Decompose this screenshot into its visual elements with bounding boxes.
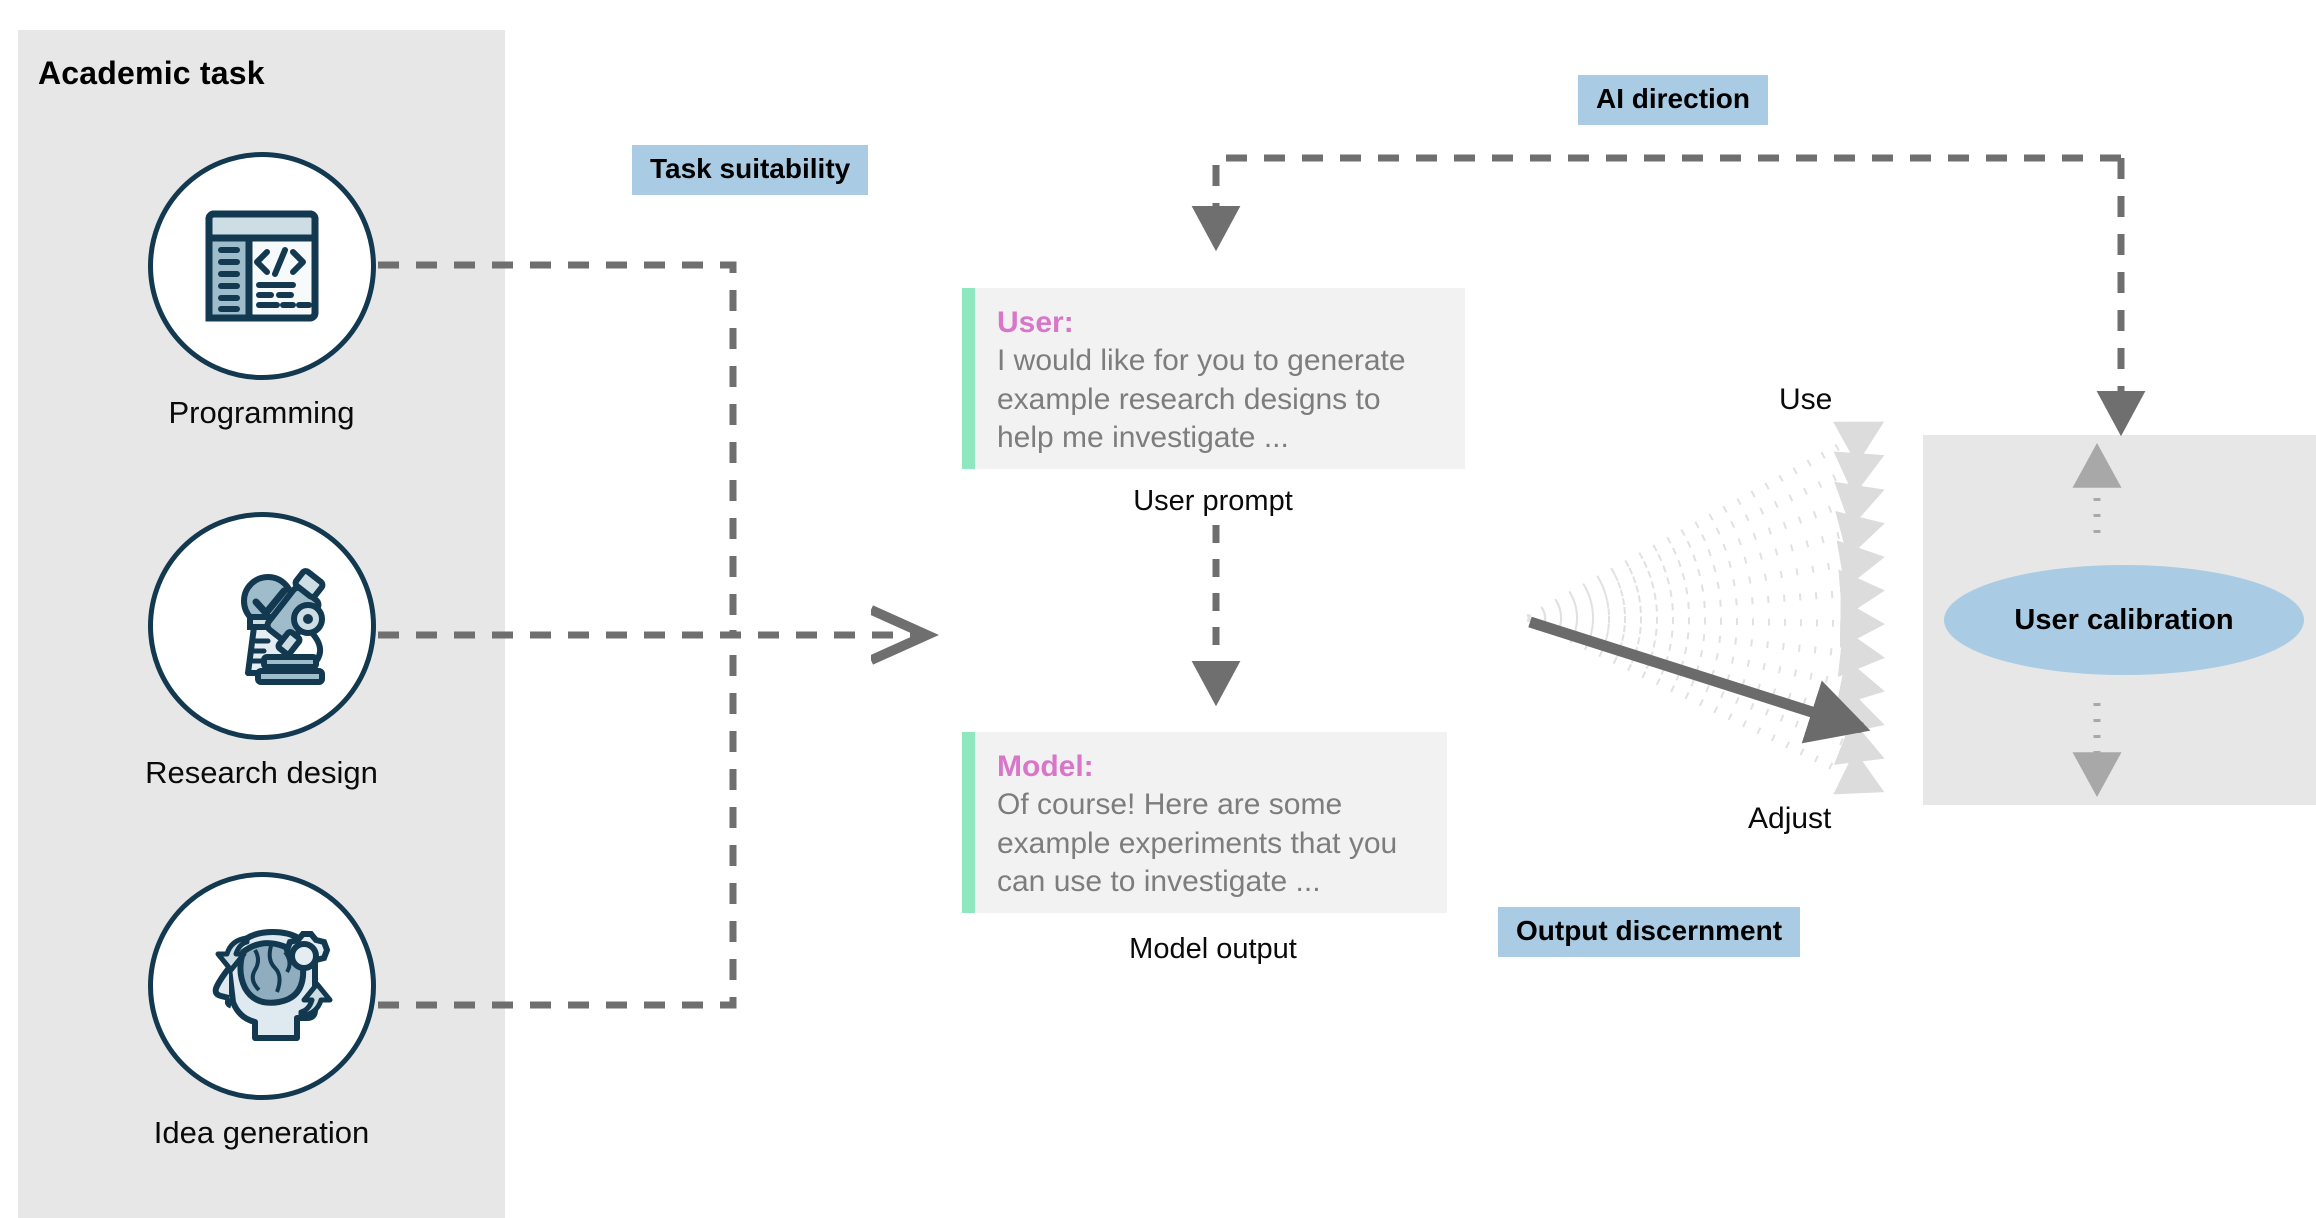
fan-ray — [1526, 451, 1885, 622]
user-speaker-label: User: — [997, 306, 1074, 339]
fan-ray-selected — [1528, 616, 1871, 744]
fan-ray — [1527, 614, 1885, 707]
fan-ray — [1526, 614, 1885, 765]
user-prompt-bubble: User: I would like for you to generate e… — [962, 288, 1465, 469]
fan-ray — [1526, 421, 1885, 622]
task-icon-circle — [147, 512, 376, 740]
fan-ray — [1526, 614, 1885, 795]
model-message-text: Of course! Here are some example experim… — [997, 788, 1398, 899]
model-output-bubble: Model: Of course! Here are some example … — [962, 732, 1447, 913]
task-node-programming[interactable]: Programming — [18, 152, 505, 430]
fan-ray — [1527, 540, 1885, 622]
fan-ray — [1527, 598, 1885, 648]
fan-ray — [1527, 511, 1885, 622]
fan-ray — [1527, 614, 1885, 678]
fan-label-adjust: Adjust — [1748, 802, 1832, 835]
task-label: Idea generation — [153, 1115, 370, 1150]
page-title: Academic task — [38, 55, 265, 91]
user-message-text: I would like for you to generate example… — [997, 344, 1406, 455]
fan-ray — [1526, 481, 1885, 622]
task-label: Research design — [145, 755, 378, 790]
badge-output-discernment: Output discernment — [1498, 907, 1801, 957]
badge-ai-direction: AI direction — [1578, 75, 1769, 125]
task-icon-circle — [147, 872, 376, 1100]
user-calibration-label: User calibration — [2014, 603, 2234, 636]
model-speaker-label: Model: — [997, 750, 1094, 783]
connector-ai-direction-loop — [1191, 154, 2121, 252]
discernment-fan — [1526, 421, 1885, 795]
model-output-caption: Model output — [1129, 933, 1297, 965]
task-node-research-design[interactable]: Research design — [18, 512, 505, 790]
fan-ray — [1527, 569, 1885, 622]
task-icon-circle — [147, 152, 376, 380]
user-prompt-caption: User prompt — [1133, 485, 1293, 517]
fan-label-use: Use — [1779, 383, 1833, 416]
task-label: Programming — [168, 395, 355, 430]
user-calibration-ellipse: User calibration — [1944, 565, 2304, 675]
badge-task-suitability: Task suitability — [632, 145, 869, 195]
fan-ray — [1526, 614, 1885, 736]
task-node-idea-generation[interactable]: Idea generation — [18, 872, 505, 1150]
